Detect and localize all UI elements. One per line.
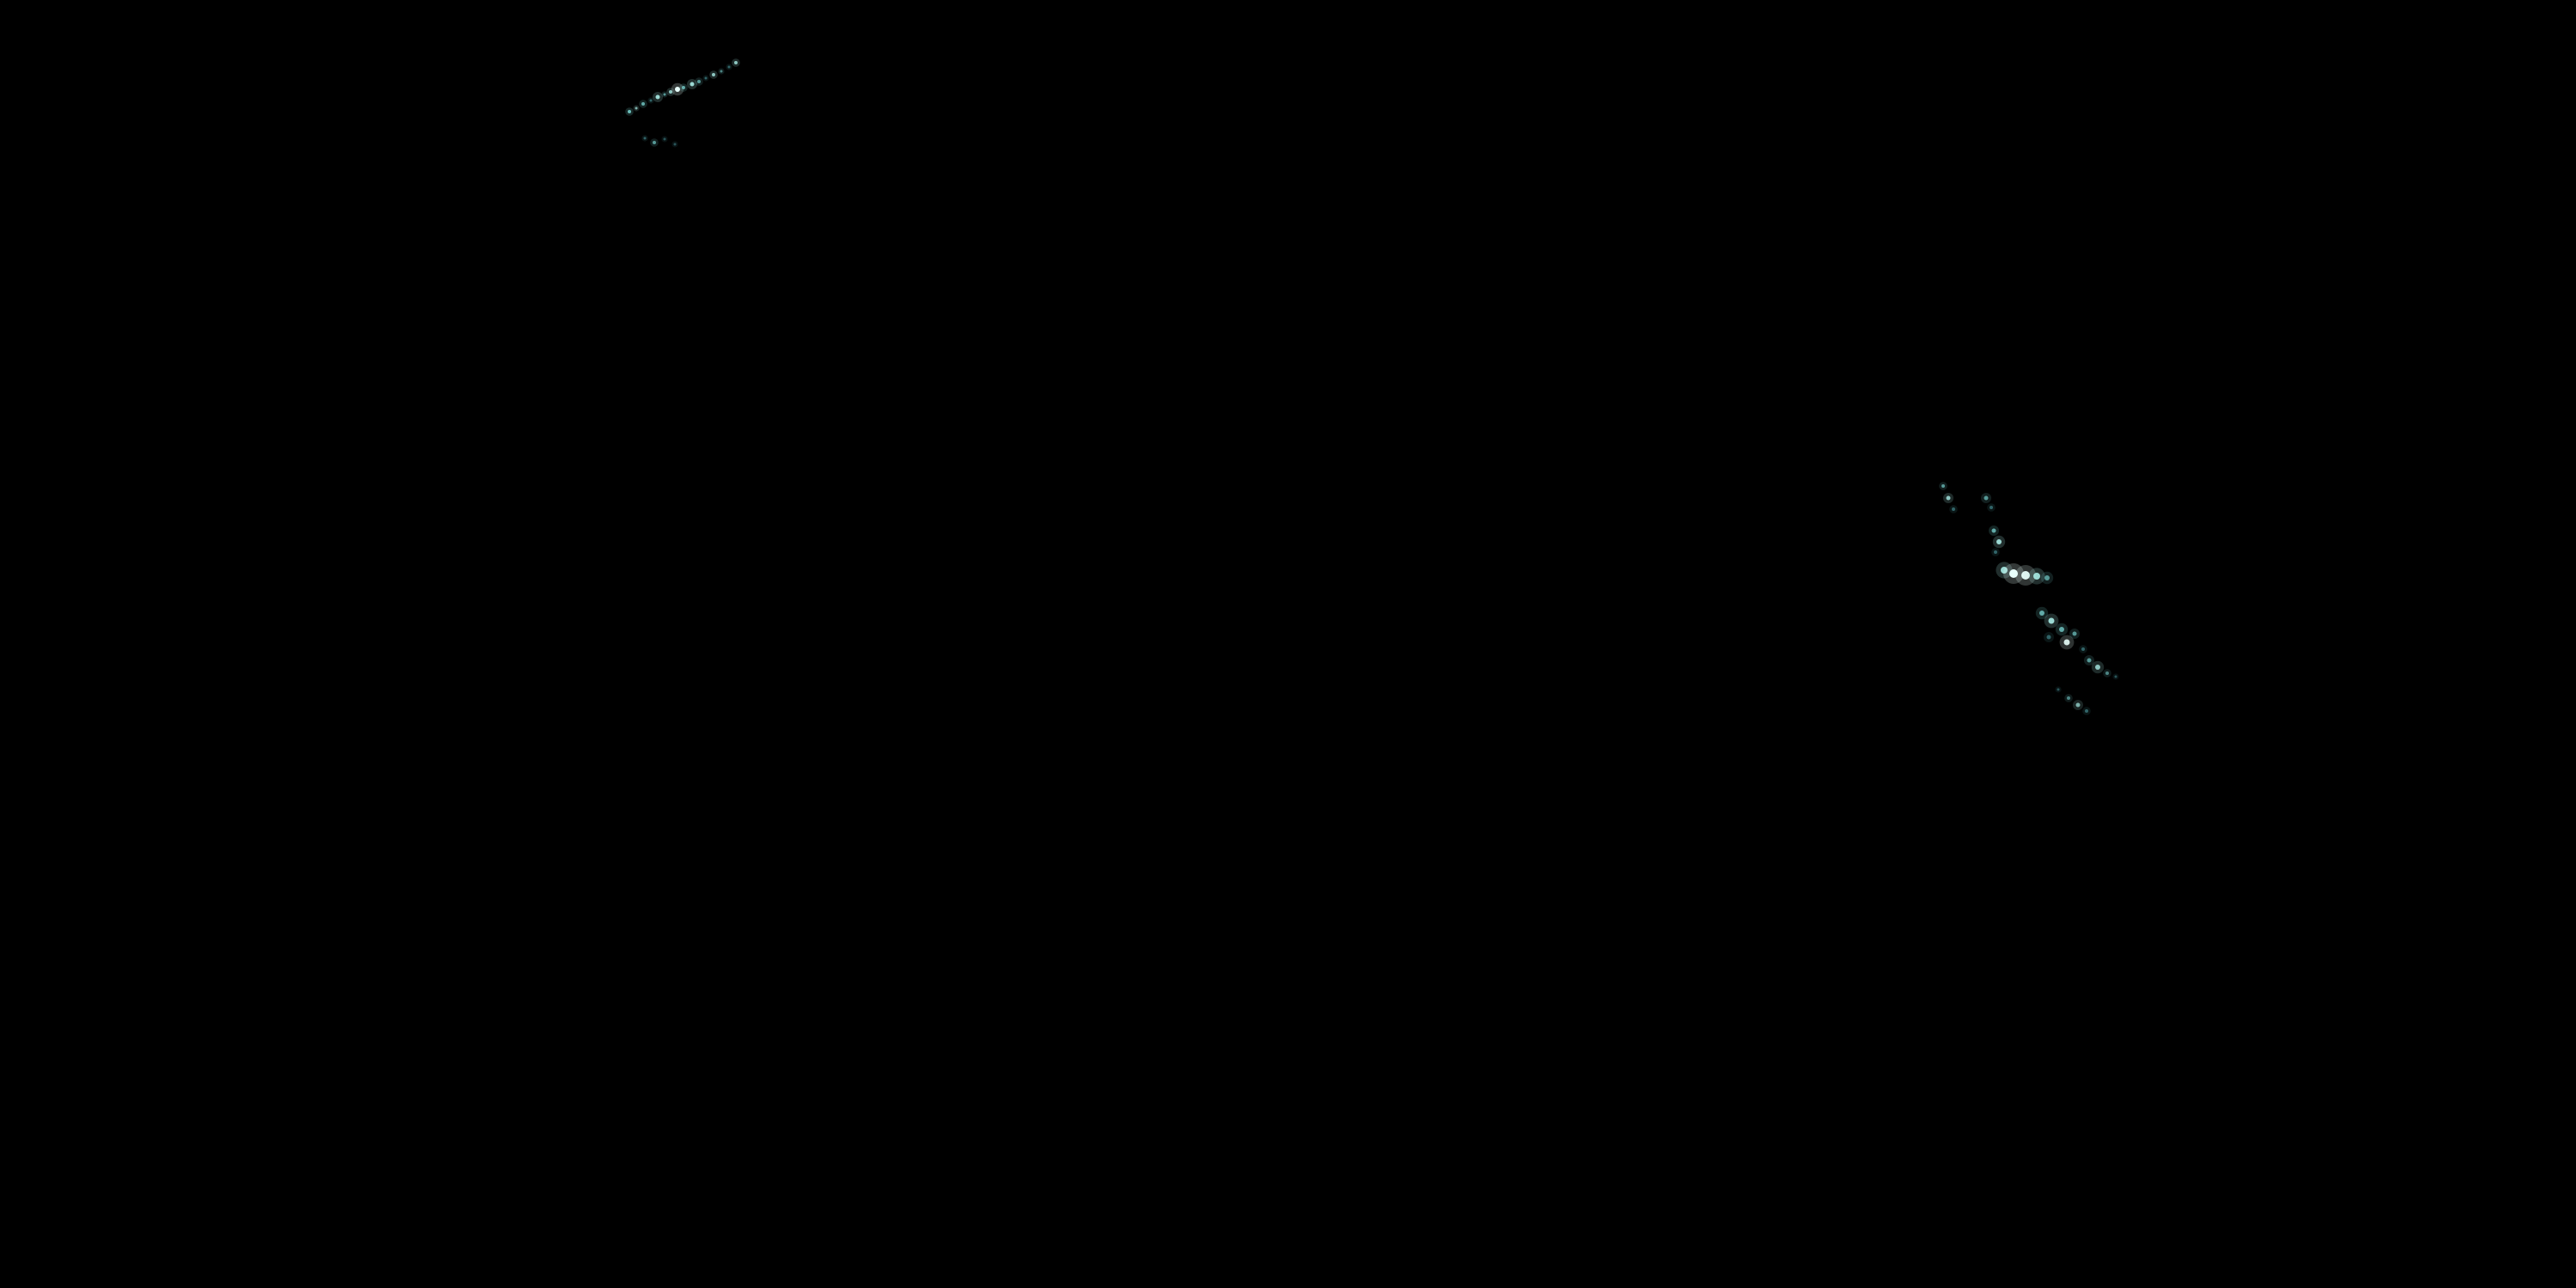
light-cluster-right	[1939, 482, 2119, 715]
light-chain-upper-left	[625, 58, 740, 148]
